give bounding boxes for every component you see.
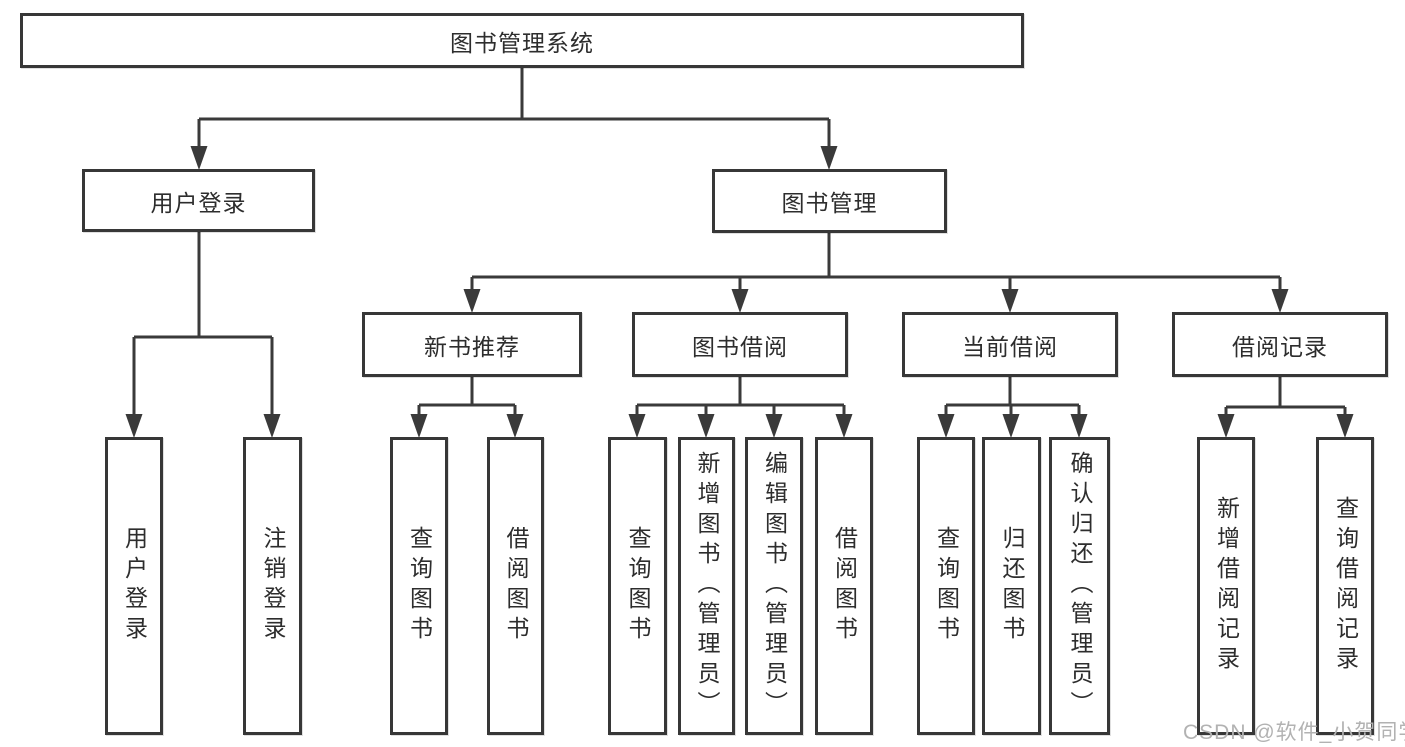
node-borrow-query-books: 查询图书 (608, 437, 667, 735)
node-new-book-recommend: 新书推荐 (362, 312, 582, 377)
node-book-borrow: 图书借阅 (632, 312, 848, 377)
node-current-borrow: 当前借阅 (902, 312, 1118, 377)
node-query-borrow-record: 查询借阅记录 (1316, 437, 1374, 735)
node-confirm-return-admin: 确认归还（管理员） (1049, 437, 1110, 735)
arrowheads (125, 146, 1354, 438)
node-root: 图书管理系统 (20, 13, 1024, 68)
node-add-books-admin: 新增图书（管理员） (678, 437, 735, 735)
node-user-login-group: 用户登录 (82, 169, 315, 232)
node-recommend-query-books: 查询图书 (390, 437, 448, 735)
node-user-login: 用户登录 (105, 437, 163, 735)
node-add-borrow-record: 新增借阅记录 (1197, 437, 1255, 735)
node-edit-books-admin: 编辑图书（管理员） (745, 437, 803, 735)
node-book-management: 图书管理 (712, 169, 947, 233)
csdn-watermark: CSDN @软件_小贺同学 (1183, 721, 1405, 744)
node-return-books: 归还图书 (982, 437, 1041, 735)
node-borrow-records: 借阅记录 (1172, 312, 1388, 377)
node-borrow-borrow-books: 借阅图书 (815, 437, 873, 735)
node-logout: 注销登录 (243, 437, 302, 735)
node-current-query-books: 查询图书 (917, 437, 975, 735)
node-recommend-borrow-books: 借阅图书 (487, 437, 544, 735)
